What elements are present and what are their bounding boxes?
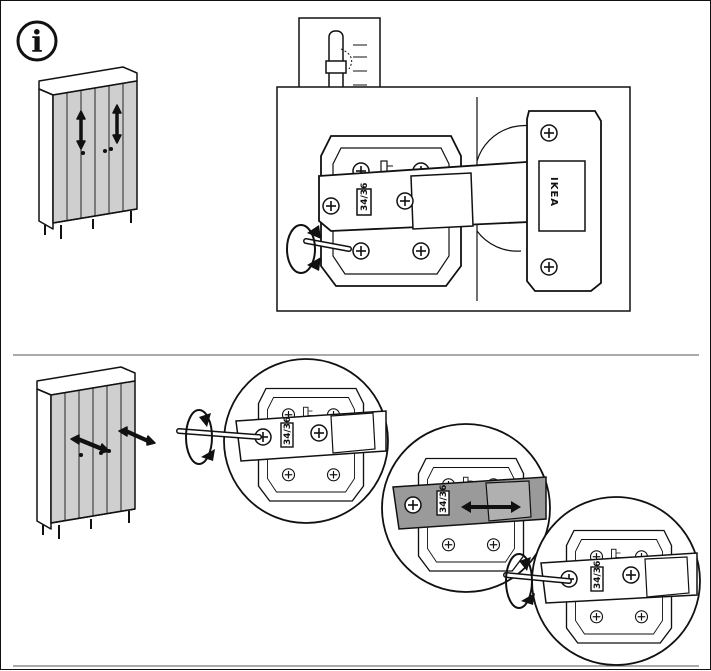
hinge-detail-panel-top: 34/36 IKEA <box>276 86 631 312</box>
hinge-detail-circle-1: 34/36 <box>176 358 389 524</box>
info-icon: i <box>16 20 58 62</box>
wardrobe-illustration-bottom <box>36 366 156 539</box>
hinge-detail-circle-2: 34/36 <box>381 423 551 593</box>
svg-text:34/36: 34/36 <box>593 561 603 589</box>
svg-text:34/36: 34/36 <box>360 183 370 211</box>
hinge-detail-circle-3: 34/36 <box>503 496 701 666</box>
svg-text:IKEA: IKEA <box>548 177 559 207</box>
svg-text:i: i <box>31 25 42 60</box>
svg-text:34/36: 34/36 <box>283 417 293 445</box>
wardrobe-illustration-top <box>38 66 138 239</box>
svg-text:34/36: 34/36 <box>439 485 449 513</box>
